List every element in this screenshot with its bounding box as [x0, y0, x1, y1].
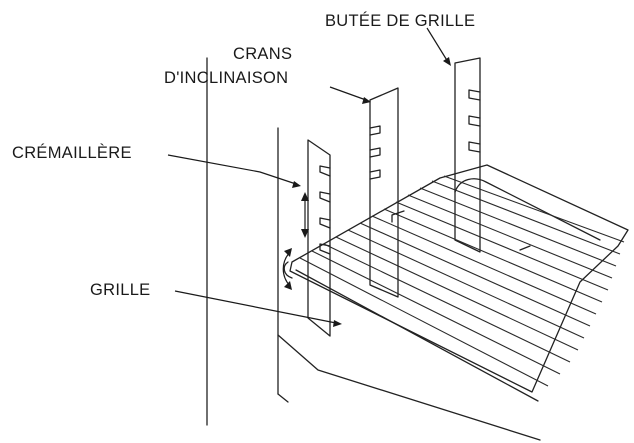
cremaillere-rack-support [307, 139, 331, 337]
label-cremaillere: CRÉMAILLÈRE [12, 144, 132, 162]
rack-wires [299, 175, 625, 387]
leader-lines [167, 27, 451, 327]
label-grille: GRILLE [90, 281, 151, 299]
crans-inclinaison-bracket [369, 87, 399, 298]
movement-arrows [282, 192, 309, 290]
label-crans: CRANS [233, 45, 293, 63]
oven-wall [206, 57, 541, 441]
label-d-inclinaison: D'INCLINAISON [164, 69, 289, 87]
butee-grille-bracket [454, 57, 481, 253]
label-butee-de-grille: BUTÉE DE GRILLE [325, 12, 476, 30]
wire-rack [283, 164, 629, 402]
